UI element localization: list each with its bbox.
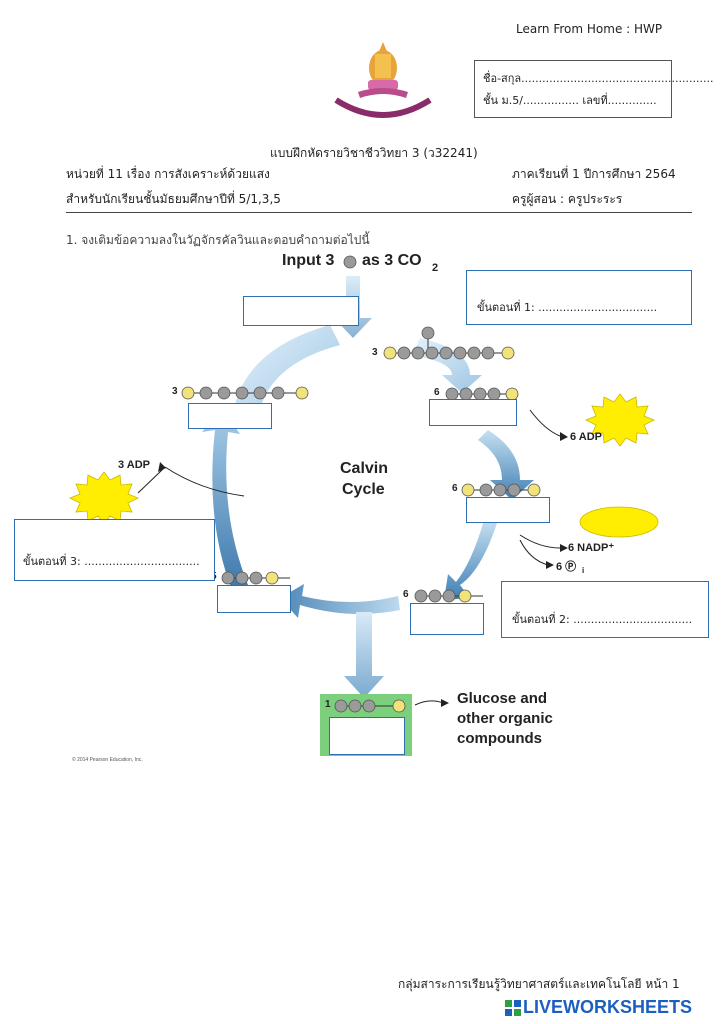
rubp-intermediate-molecule (383, 326, 515, 360)
answer-box-input[interactable] (243, 296, 359, 326)
answer-box-3pga[interactable] (429, 399, 517, 426)
worksheet-title: แบบฝึกหัดรายวิชาชีววิทยา 3 (ว32241) (270, 146, 478, 160)
g3p-molecule-left (221, 571, 290, 585)
input-prefix-label: Input 3 (282, 252, 335, 269)
nadp-6-label: 6 NADP⁺ (568, 542, 615, 554)
pi-6-label: 6 Ⓟ (556, 561, 577, 573)
coef-3-top: 3 (372, 347, 378, 358)
answer-box-rubp[interactable] (188, 403, 272, 429)
school-crest-logo (328, 40, 438, 122)
student-info-box: ชื่อ-สกุล...............................… (474, 60, 713, 118)
3pga-molecule (445, 387, 519, 401)
pi-subscript: i (582, 566, 585, 575)
input-suffix-label: as 3 CO (362, 252, 422, 269)
coef-6-a: 6 (434, 387, 440, 398)
answer-box-bpg[interactable] (466, 497, 550, 523)
g3p-output-molecule (334, 699, 406, 713)
calvin-label: Calvin (340, 460, 389, 477)
cycle-label: Cycle (342, 481, 385, 498)
nadph-ellipse-icon (579, 506, 659, 538)
answer-box-output[interactable] (329, 717, 405, 755)
copyright-label: © 2014 Pearson Education, Inc. (72, 757, 143, 763)
bisphosphoglycerate-molecule (461, 483, 541, 497)
answer-box-g3p-right[interactable] (410, 603, 484, 635)
top-right-label: Learn From Home : HWP (516, 22, 663, 36)
liveworksheets-brand[interactable]: LIVEWORKSHEETS (523, 997, 693, 1017)
audience-label: สำหรับนักเรียนชั้นมัธยมศึกษาปีที่ 5/1,3,… (66, 192, 281, 206)
step-3-box: ขั้นตอนที่ 3: ..........................… (14, 519, 215, 581)
coef-6-c: 6 (403, 589, 409, 600)
output-line-1: Glucose and (457, 690, 548, 707)
lw-logo-icon (505, 1000, 521, 1016)
input-subscript-label: 2 (432, 262, 439, 274)
question-text: 1. จงเติมข้อความลงในวัฏจักรคัลวินและตอบค… (66, 233, 370, 247)
footer-page-text: กลุ่มสาระการเรียนรู้วิทยาศาสตร์และเทคโนโ… (398, 977, 680, 991)
output-line-3: compounds (457, 730, 542, 747)
rubp-molecule-left (181, 386, 309, 400)
adp-3-label: 3 ADP (118, 459, 150, 471)
teacher-label: ครูผู้สอน : ครูประระร (512, 192, 623, 206)
adp-6-label: 6 ADP (570, 431, 602, 443)
sun-energy-icon-right (585, 393, 655, 447)
step-1-box: ขั้นตอนที่ 1: ..........................… (466, 270, 692, 325)
coef-6-b: 6 (452, 483, 458, 494)
step-1-label: ขั้นตอนที่ 1: ..........................… (477, 301, 658, 314)
step-3-label: ขั้นตอนที่ 3: ..........................… (23, 555, 200, 568)
output-line-2: other organic (457, 710, 553, 727)
step-2-label: ขั้นตอนที่ 2: ..........................… (512, 613, 693, 626)
header-divider (66, 212, 692, 213)
coef-3-left: 3 (172, 386, 178, 397)
g3p-molecule-right (414, 589, 483, 603)
coef-1: 1 (325, 699, 331, 710)
step-2-box: ขั้นตอนที่ 2: ..........................… (501, 581, 709, 638)
term-label: ภาคเรียนที่ 1 ปีการศึกษา 2564 (512, 167, 676, 181)
student-name-field[interactable]: ชื่อ-สกุล...............................… (483, 72, 714, 85)
student-class-field[interactable]: ชั้น ม.5/................ เลขที่........… (483, 94, 657, 107)
unit-title: หน่วยที่ 11 เรื่อง การสังเคราะห์ด้วยแสง (66, 167, 270, 181)
sun-energy-icon-left (69, 471, 139, 525)
co2-molecule-icon (343, 255, 357, 269)
answer-box-g3p-left[interactable] (217, 585, 291, 613)
